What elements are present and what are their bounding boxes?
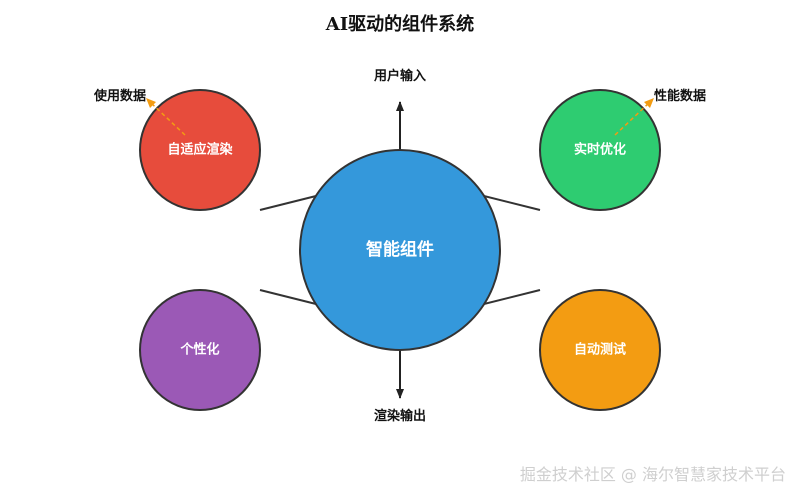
center-node-circle[interactable] <box>299 149 501 351</box>
node-realtime-optimization-label: 实时优化 <box>574 142 626 158</box>
node-adaptive-rendering-label: 自适应渲染 <box>167 142 233 158</box>
center-node-label: 智能组件 <box>366 239 434 260</box>
usage-data-label: 使用数据 <box>93 88 146 104</box>
watermark: 掘金技术社区 @ 海尔智慧家技术平台 <box>520 465 786 484</box>
output-label: 渲染输出 <box>374 408 426 424</box>
diagram-title: AI驱动的组件系统 <box>325 13 474 35</box>
input-label: 用户输入 <box>373 68 426 84</box>
performance-data-arrowhead <box>644 98 654 108</box>
performance-data-label: 性能数据 <box>654 88 706 104</box>
node-personalization[interactable] <box>139 289 261 411</box>
usage-data-arrowhead <box>146 98 156 108</box>
performance-data-dashed-arrow <box>614 101 651 136</box>
node-personalization-label: 个性化 <box>179 342 219 358</box>
node-auto-testing-label: 自动测试 <box>574 342 626 358</box>
usage-data-dashed-arrow <box>149 101 186 136</box>
node-auto-testing[interactable] <box>539 289 661 411</box>
